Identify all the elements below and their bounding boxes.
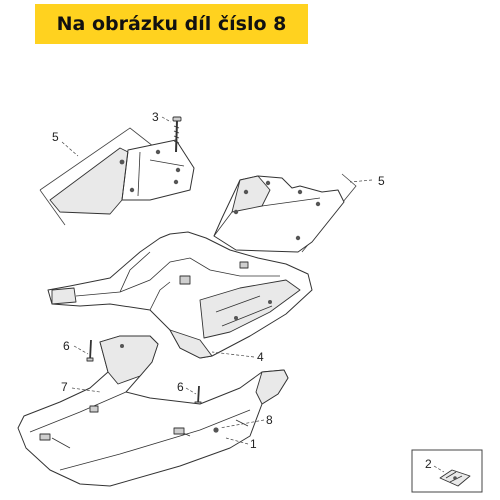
banner-text: Na obrázku díl číslo 8 <box>56 13 287 35</box>
floor-frame-icon <box>47 231 313 359</box>
footrest-panel-left-icon <box>39 127 195 226</box>
callout-6-left: 6 <box>63 339 70 353</box>
screw-icon <box>172 116 182 153</box>
clip-inset: 2 <box>411 449 483 493</box>
callout-8: 8 <box>266 413 273 427</box>
screw-right-icon <box>194 385 202 406</box>
screw-left-icon <box>86 339 94 362</box>
callout-7: 7 <box>61 380 68 394</box>
callout-1: 1 <box>250 437 257 451</box>
footrest-panel-right-icon <box>213 173 357 253</box>
part-number-banner: Na obrázku díl číslo 8 <box>35 4 308 44</box>
callout-5-left: 5 <box>52 130 59 144</box>
underbody-cover-icon <box>17 335 289 487</box>
clip-icon <box>439 469 471 487</box>
callout-3: 3 <box>152 110 159 124</box>
callout-6-right: 6 <box>177 380 184 394</box>
callout-5-right: 5 <box>378 174 385 188</box>
callout-2: 2 <box>425 457 432 471</box>
callout-4: 4 <box>257 350 264 364</box>
